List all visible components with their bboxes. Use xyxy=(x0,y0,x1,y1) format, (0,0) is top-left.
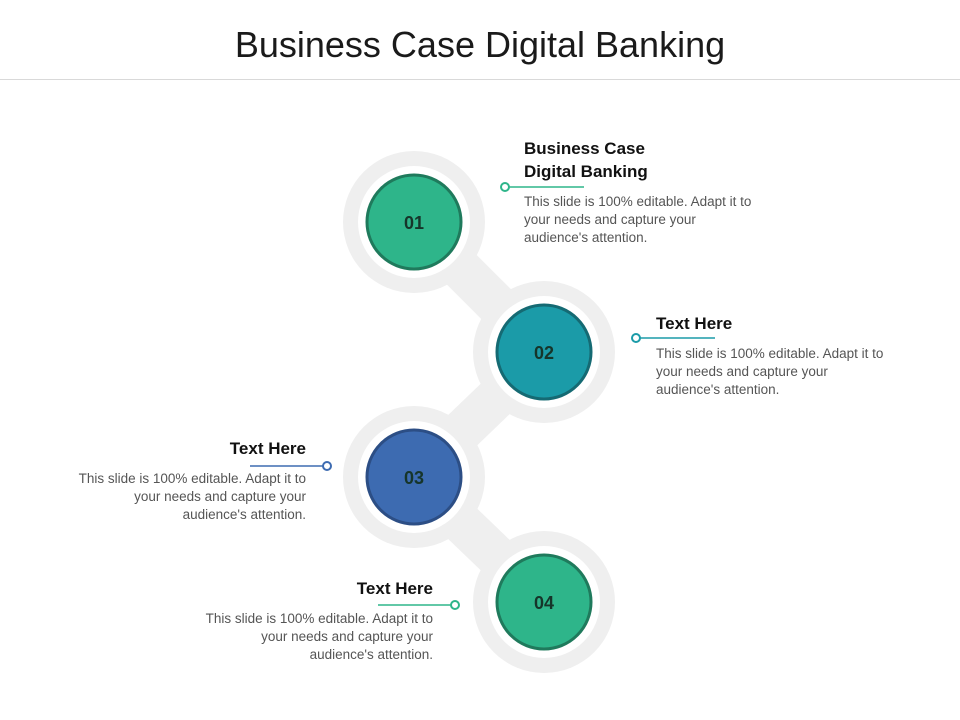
step-body-03: This slide is 100% editable. Adapt it to… xyxy=(78,471,306,522)
step-node-04: 04 xyxy=(488,546,600,658)
step-number-02: 02 xyxy=(534,343,554,363)
step-body-02: This slide is 100% editable. Adapt it to… xyxy=(656,346,884,397)
step-heading-02: Text Here xyxy=(656,314,733,333)
connector-04 xyxy=(378,600,460,610)
connector-03 xyxy=(250,461,332,471)
step-node-01: 01 xyxy=(358,166,470,278)
step-node-03: 03 xyxy=(358,421,470,533)
connector-02 xyxy=(631,333,715,343)
title-divider xyxy=(0,79,960,80)
connector-01 xyxy=(500,182,584,192)
step-text-04: Text Here This slide is 100% editable. A… xyxy=(203,577,433,664)
step-heading-04: Text Here xyxy=(356,579,433,598)
step-text-02: Text Here This slide is 100% editable. A… xyxy=(656,312,886,399)
step-heading-03: Text Here xyxy=(229,439,306,458)
step-text-03: Text Here This slide is 100% editable. A… xyxy=(76,437,306,524)
step-body-01: This slide is 100% editable. Adapt it to… xyxy=(524,194,752,245)
step-heading-01: Business Case Digital Banking xyxy=(524,137,754,183)
step-number-03: 03 xyxy=(404,468,424,488)
page-title: Business Case Digital Banking xyxy=(234,24,726,65)
step-heading-01-line1: Business Case xyxy=(524,139,645,158)
step-body-04: This slide is 100% editable. Adapt it to… xyxy=(205,611,433,662)
step-node-02: 02 xyxy=(488,296,600,408)
step-number-04: 04 xyxy=(534,593,554,613)
step-number-01: 01 xyxy=(404,213,424,233)
step-text-01: Business Case Digital Banking This slide… xyxy=(524,137,754,247)
step-heading-01-line2: Digital Banking xyxy=(524,162,648,181)
